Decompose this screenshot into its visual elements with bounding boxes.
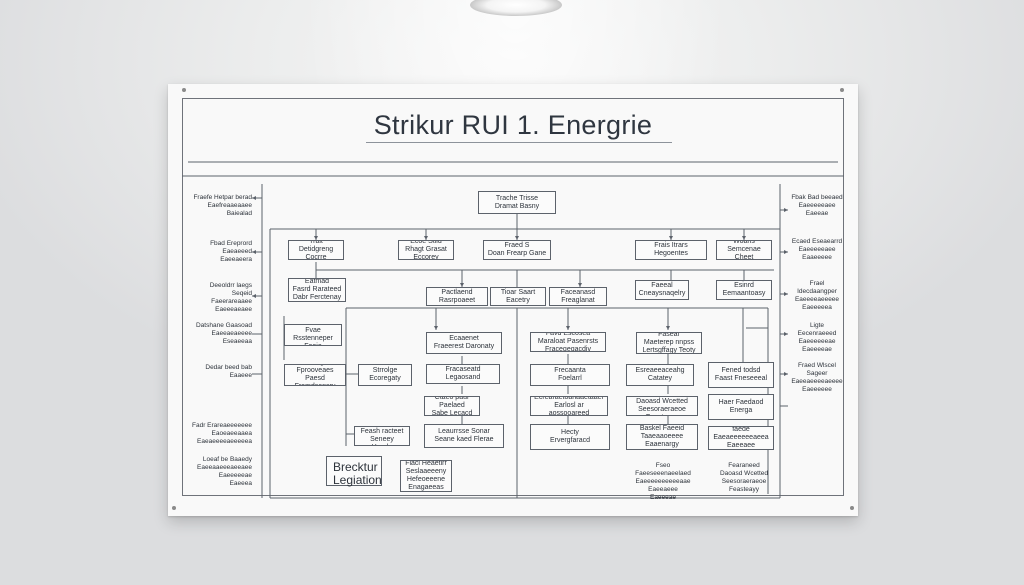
org-box: Tioar Saart Eacetry	[490, 287, 546, 306]
side-note: Fbad Ereprord Eaeaeeed Eaeeaeera	[210, 240, 252, 263]
org-box: Faceanasd Freaglanat	[549, 287, 607, 306]
diagram-title: Strikur RUI 1. Energrie	[373, 110, 653, 140]
side-note: Fraed Wlscel Sageer Eaeeaeeeeaeeee Eaeee…	[791, 362, 843, 393]
org-box: Eatmad Fasrd Rarateed Dabr Ferctenay	[288, 278, 346, 302]
side-note: Fbak Bad beeaed Eaeeeeeaee Eaeeae	[791, 194, 843, 217]
org-box: Ecaaenet Fraeerest Daronaty	[426, 332, 502, 354]
side-note: Frael Idecdaangper Eaeeeeaeeeee Eaeeeeea	[794, 280, 840, 311]
org-box: Ecoe Stiid Rhagt Grasat Eccorey	[398, 240, 454, 260]
org-box: Esreaeeaceahg Catatey	[626, 364, 694, 386]
pin-icon	[182, 88, 186, 92]
org-box: Hecty Ervergfaracd	[530, 424, 610, 450]
org-box: Fiaci Heaetirr Seslaaeeeny Hefeoeeene En…	[400, 460, 452, 492]
org-box: Freotot Feash racteet Seneey Heqde	[354, 426, 410, 446]
side-note: Fraefe Hetpar berad Eaefreaaeaaee Baieal…	[193, 194, 252, 217]
legend-box: Brecktur Legiation	[326, 456, 382, 487]
org-box: Frais Itrars Hegoentes	[635, 240, 707, 260]
side-note: Fadr Erareaeeeeeee Eaoeaeeaaea Eaeaeeeea…	[192, 422, 252, 445]
org-box: Trait Detidgreng Cocrre	[288, 240, 344, 260]
org-box: Fened todsd Faast Fneseeeal	[708, 362, 774, 388]
side-note: Deeoldrr laegs Seqeid Faeerareaaee Eaeee…	[209, 282, 252, 313]
org-box: Favd Escosea Maraloat Pasenrsts Fracegeg…	[530, 332, 606, 352]
side-note: Ecaed Eseaearrd Eaeeeeeaee Eaaeeeee	[791, 238, 843, 261]
org-box: Strrolge Ecoregaty	[358, 364, 412, 386]
org-box: Haer Faedaod Energa	[708, 394, 774, 420]
org-box-root: Trache Trisse Dramat Basny	[478, 191, 556, 214]
side-note: Dedar beed bab Eaaeee	[205, 364, 252, 379]
org-box: Fasear Maeterep nnpss Lertsgffagy Teoty	[636, 332, 702, 354]
pin-icon	[840, 88, 844, 92]
org-box: Fearaneed Daoasd Wcetted Seesoraeraeoe F…	[626, 396, 698, 416]
diagram-frame	[182, 98, 844, 496]
org-box: Frecaanta Foelarrl	[530, 364, 610, 386]
title-underline	[366, 142, 672, 143]
org-box: Fracaseatd Legaosand	[426, 364, 500, 384]
ceiling-lamp	[470, 0, 562, 16]
bottom-note: Fseo Faeeseeenaeelaed Eaeeeeeeeeeeaae Ea…	[635, 462, 691, 501]
org-box: Fraed S Doan Frearp Gane	[483, 240, 551, 260]
org-box: Foart Fats Fvae Rsstenneper Feeie	[284, 324, 342, 346]
side-note: Loeaf be Baaedy Eaeeaaeeeaeeaee Eaeeeeea…	[197, 456, 252, 487]
pin-icon	[172, 506, 176, 510]
org-box: Steetlge Fprooveaes Paesd Fremdsensry	[284, 364, 346, 386]
poster-board: Strikur RUI 1. Energrie	[168, 84, 858, 516]
org-box: Featoded Ctaeo paur Paelaed Sabe Lecacd …	[424, 396, 480, 416]
side-note: Datshane Gaasoad Eaeeaeaeeee Eseaeeaa	[195, 322, 252, 345]
bottom-note: Fearaneed Daoasd Wcetted Seesoraeraeoe F…	[719, 462, 769, 493]
pin-icon	[850, 506, 854, 510]
org-box: Leaurrsse Sonar Seane kaed Flerae	[424, 424, 504, 448]
org-box: Pactlaend Rasrpoaeet	[426, 287, 488, 306]
org-box: Faeeal Cneaysnaqelry	[635, 280, 689, 300]
connector-lines	[182, 161, 844, 499]
org-box: Esinrd Eemaantoasy	[716, 280, 772, 300]
side-note: Ligte Eecenraeeed Eaeeeeeeae Eaeeeeae	[797, 322, 837, 353]
org-box: Pnvegirs Ecrearaetoanaaetaaer Earlosl ar…	[530, 396, 608, 416]
org-box: Esraasoe Woans Semcenae Cheet Heers	[716, 240, 772, 260]
org-box: Fsoeael Saaeo faede Eaeaeeeeeeaeea Eaeea…	[708, 426, 774, 450]
org-box: Baskel Faeeid Taaeaaoeeee Eaaenargy	[626, 424, 698, 450]
